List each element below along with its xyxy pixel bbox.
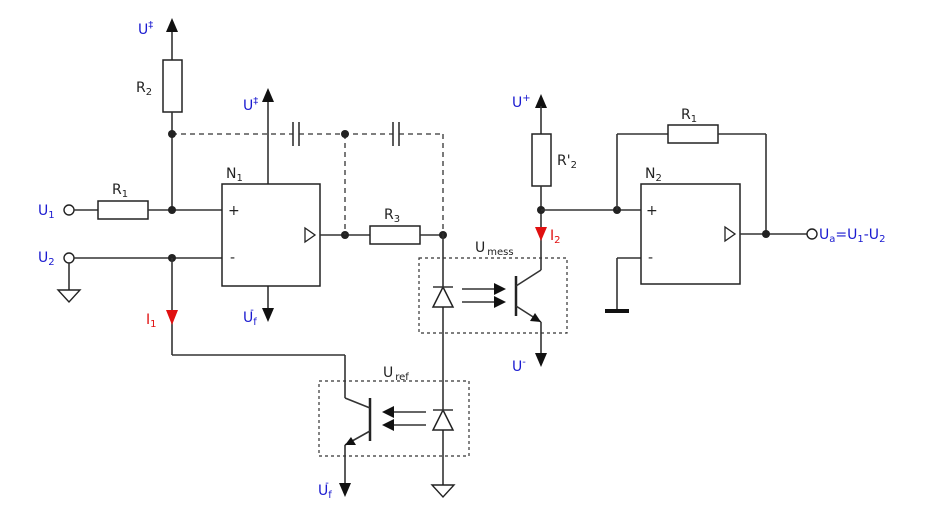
- u-f-ref-label: Uf-: [318, 478, 332, 501]
- u1-terminal: [63, 204, 75, 216]
- i1-arrow-icon: [166, 310, 178, 325]
- i2-arrow-icon: [535, 227, 547, 241]
- r3-label: R3: [384, 207, 400, 225]
- i1-current-path: [166, 258, 346, 398]
- u-mess-optocoupler: [418, 257, 568, 334]
- n1-plus-sign: +: [228, 203, 240, 219]
- ua-output-label: Ua=U1-U2: [819, 227, 885, 245]
- right-supply-rail: [531, 94, 552, 367]
- r2-prime-resistor: [531, 133, 552, 187]
- r3-resistor: [369, 225, 421, 245]
- u-minus-right-label: U-: [512, 357, 526, 375]
- n2-label: N2: [645, 166, 662, 184]
- u2-label: U2: [38, 250, 55, 268]
- n2-minus-sign: -: [648, 250, 653, 266]
- r1-right-label: R1: [681, 107, 697, 125]
- bottom-ground-symbol: [430, 484, 456, 499]
- u2-input-wire: [56, 252, 222, 304]
- u-plus-n1-label: U‡: [243, 96, 258, 114]
- u-plus-r2-label: U‡: [138, 20, 153, 38]
- r2-label: R2: [136, 80, 152, 98]
- i1-label: I1: [146, 312, 157, 330]
- u-plus-right-label: U+: [512, 93, 531, 111]
- u-ref-optocoupler: [318, 380, 470, 497]
- u1-input-wire: [63, 200, 222, 220]
- n1-opamp: [221, 183, 321, 287]
- u1-label: U1: [38, 203, 55, 221]
- n2-input-wiring: [541, 124, 767, 313]
- n1-label: N1: [226, 166, 243, 184]
- n1-minus-sign: -: [230, 250, 235, 266]
- n2-opamp: [640, 183, 741, 285]
- u-f-n1-label: Uf-: [243, 305, 257, 328]
- n2-output-wire: [740, 228, 818, 240]
- u2-terminal: [63, 252, 75, 264]
- i2-label: I2: [550, 228, 561, 246]
- r2-resistor: [162, 59, 183, 113]
- r1-right-resistor: [667, 124, 719, 144]
- r2-prime-label: R'2: [557, 153, 577, 171]
- ua-terminal: [806, 228, 818, 240]
- n1-positive-supply: [262, 88, 274, 184]
- dashed-capacitor-line: [168, 122, 444, 235]
- r1-left-label: R1: [112, 182, 128, 200]
- n2-plus-sign: +: [646, 203, 658, 219]
- r1-left-resistor: [97, 200, 149, 220]
- u2-ground-symbol: [56, 289, 82, 304]
- r2-supply-rail: [162, 18, 183, 210]
- n1-negative-supply: [262, 286, 274, 322]
